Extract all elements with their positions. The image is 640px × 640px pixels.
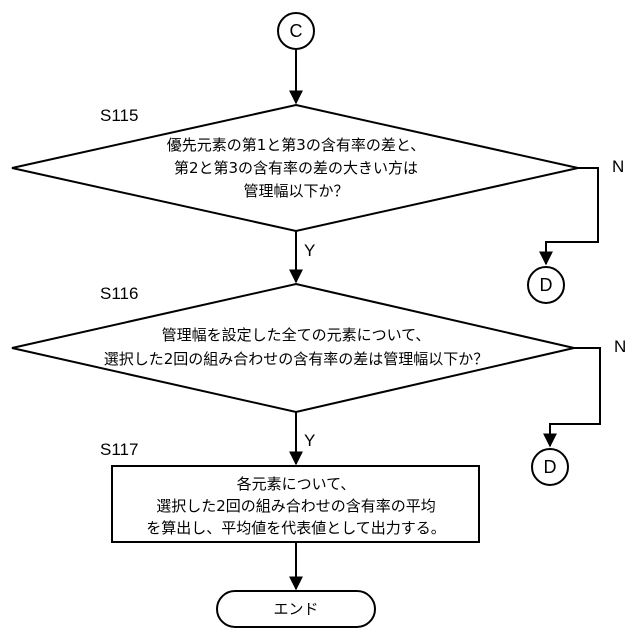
exit-connector-2: D [532, 449, 568, 485]
start-connector: C [278, 13, 314, 49]
s115-yes-label: Y [304, 241, 315, 260]
end-terminator: エンド [217, 591, 375, 627]
exit-connector-2-label: D [544, 457, 557, 477]
decision-s115-line-1: 優先元素の第1と第3の含有率の差と、 [167, 136, 426, 154]
step-label-s115: S115 [100, 106, 138, 125]
exit-connector-1-label: D [540, 275, 553, 295]
decision-s115-line-3: 管理幅以下か？ [243, 182, 348, 200]
process-s117-line-1: 各元素について、 [237, 475, 356, 493]
decision-s115: 優先元素の第1と第3の含有率の差と、 第2と第3の含有率の差の大きい方は 管理幅… [12, 105, 578, 231]
decision-s116-line-2: 選択した2回の組み合わせの含有率の差は管理幅以下か？ [104, 350, 489, 368]
s116-yes-label: Y [304, 431, 315, 450]
process-s117-line-2: 選択した2回の組み合わせの含有率の平均 [156, 497, 436, 515]
s116-no-label: N [614, 337, 626, 356]
arrow-s116-no [550, 348, 600, 446]
s115-no-label: N [612, 157, 624, 176]
end-label: エンド [273, 600, 318, 618]
start-connector-label: C [290, 21, 303, 41]
arrow-s115-no [546, 168, 598, 264]
process-s117-line-3: を算出し、平均値を代表値として出力する。 [146, 519, 446, 537]
decision-s115-line-2: 第2と第3の含有率の差の大きい方は [174, 159, 418, 177]
exit-connector-1: D [528, 267, 564, 303]
process-s117: 各元素について、 選択した2回の組み合わせの含有率の平均 を算出し、平均値を代表… [112, 466, 479, 542]
step-label-s116: S116 [100, 284, 138, 303]
decision-s116-line-1: 管理幅を設定した全ての元素について、 [162, 326, 431, 344]
step-label-s117: S117 [100, 440, 138, 459]
decision-s116: 管理幅を設定した全ての元素について、 選択した2回の組み合わせの含有率の差は管理… [12, 284, 574, 412]
